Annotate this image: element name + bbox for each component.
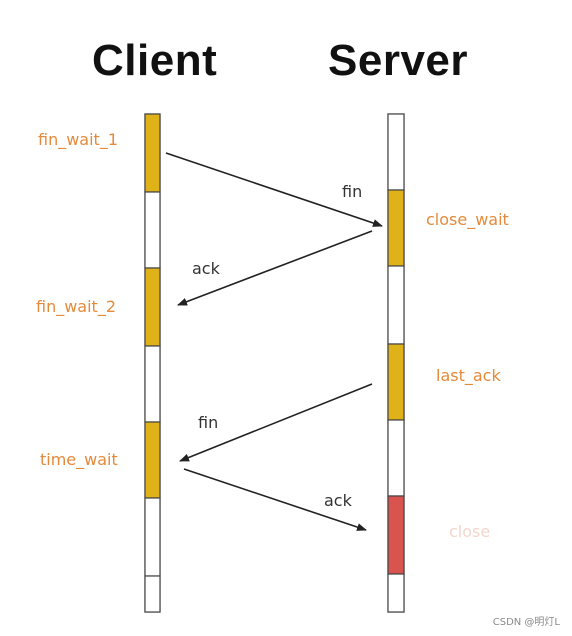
server-timeline bbox=[387, 113, 405, 613]
message-label-fin-2: fin bbox=[198, 413, 219, 432]
server-segment-idle-4 bbox=[387, 573, 405, 613]
server-header: Server bbox=[328, 36, 469, 85]
state-label-fin-wait-1: fin_wait_1 bbox=[38, 130, 119, 149]
state-label-last-ack: last_ack bbox=[436, 366, 501, 385]
server-segment-close-wait bbox=[387, 189, 405, 267]
state-label-close-wait: close_wait bbox=[426, 210, 509, 229]
message-label-ack-2: ack bbox=[324, 491, 352, 510]
fin-arrow-client-to-server bbox=[165, 152, 383, 227]
client-timeline bbox=[144, 113, 161, 613]
client-segment-idle-4 bbox=[144, 575, 161, 613]
state-label-time-wait: time_wait bbox=[40, 450, 118, 469]
client-segment-fin-wait-1 bbox=[144, 113, 161, 193]
server-segment-last-ack bbox=[387, 343, 405, 421]
server-segment-idle-1 bbox=[387, 113, 405, 191]
ack-arrow-server-to-client bbox=[177, 230, 373, 306]
client-segment-idle-3 bbox=[144, 497, 161, 577]
message-label-ack-1: ack bbox=[192, 259, 220, 278]
server-segment-idle-2 bbox=[387, 265, 405, 345]
client-segment-fin-wait-2 bbox=[144, 267, 161, 347]
client-header: Client bbox=[92, 36, 218, 85]
server-segment-closed bbox=[387, 495, 405, 575]
ack-arrow-client-to-server bbox=[183, 468, 367, 531]
state-label-fin-wait-2: fin_wait_2 bbox=[36, 297, 117, 316]
state-label-close: close bbox=[449, 522, 491, 541]
watermark: CSDN @明灯L bbox=[492, 617, 560, 628]
fin-arrow-server-to-client bbox=[179, 383, 373, 462]
server-segment-idle-3 bbox=[387, 419, 405, 497]
message-label-fin-1: fin bbox=[342, 182, 363, 201]
client-segment-idle-1 bbox=[144, 191, 161, 269]
client-segment-time-wait bbox=[144, 421, 161, 499]
client-segment-idle-2 bbox=[144, 345, 161, 423]
